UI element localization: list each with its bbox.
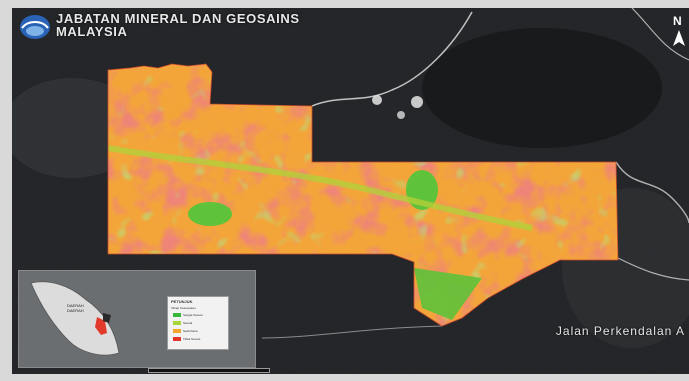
legend-item-1: Sangat Sesuai <box>183 313 203 317</box>
legend-item-2: Sesuai <box>183 321 193 325</box>
road-label: Jalan Perkendalan A <box>555 324 685 338</box>
legend-swatch-4 <box>173 337 181 341</box>
legend-item-4: Tidak Sesuai <box>183 337 201 341</box>
legend-item-3: Sederhana <box>183 329 198 333</box>
inset-label-line-1: DAERAH <box>67 303 84 308</box>
legend: PETUNJUK Tahap Kesesuaian Sangat Sesuai … <box>167 296 229 350</box>
north-label: N <box>673 14 682 28</box>
north-arrow-icon <box>673 30 685 46</box>
north-arrow: N <box>673 14 685 46</box>
inset-label-line-2: DAERAH <box>67 308 84 313</box>
title-line-1: JABATAN MINERAL DAN GEOSAINS <box>56 11 300 26</box>
legend-title: PETUNJUK <box>171 299 193 304</box>
map-header: JABATAN MINERAL DAN GEOSAINS MALAYSIA <box>12 12 300 42</box>
scale-bar <box>148 368 270 373</box>
inset-map: DAERAH DAERAH PETUNJUK Tahap Kesesuaian … <box>18 270 256 368</box>
legend-swatch-2 <box>173 321 181 325</box>
legend-subtitle: Tahap Kesesuaian <box>171 306 196 310</box>
inset-label: DAERAH DAERAH <box>67 303 84 313</box>
map-frame: JABATAN MINERAL DAN GEOSAINS MALAYSIA N … <box>12 8 689 374</box>
state-outline-map <box>30 281 120 356</box>
title-line-2: MALAYSIA <box>56 24 128 39</box>
agency-title: JABATAN MINERAL DAN GEOSAINS MALAYSIA <box>56 12 300 38</box>
legend-swatch-1 <box>173 313 181 317</box>
legend-swatch-3 <box>173 329 181 333</box>
jmg-logo-icon <box>20 15 50 39</box>
